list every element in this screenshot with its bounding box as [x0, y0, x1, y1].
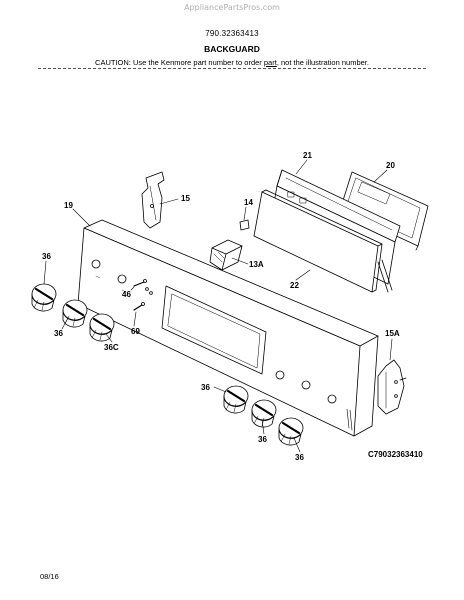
model-number: 790.32363413 — [205, 29, 259, 38]
callout-19: 19 — [64, 201, 73, 210]
callout-14: 14 — [244, 198, 253, 207]
caution-suffix: , not the illustration number. — [276, 58, 369, 67]
watermark: AppliancePartsPros.com — [184, 3, 280, 12]
part-22-display-panel[interactable] — [253, 189, 383, 293]
caution-note: CAUTION: Use the Kenmore part number to … — [0, 58, 464, 67]
callout-36-right-1: 36 — [201, 383, 210, 392]
caution-prefix: CAUTION: Use the Kenmore part number to … — [95, 58, 264, 67]
callout-36c: 36C — [104, 343, 119, 352]
callout-15: 15 — [181, 194, 190, 203]
callout-15a: 15A — [385, 329, 400, 338]
knob-right-2[interactable] — [251, 399, 277, 428]
callout-21: 21 — [303, 151, 312, 160]
knob-right-3[interactable] — [278, 417, 304, 446]
caution-part-link[interactable]: part — [263, 58, 277, 67]
part-13a-switch[interactable] — [209, 239, 243, 271]
callout-69: 69 — [131, 327, 140, 336]
part-19-backguard-panel[interactable] — [77, 219, 379, 437]
header-divider — [38, 68, 426, 69]
part-20-control-board[interactable] — [337, 171, 429, 251]
callout-22: 22 — [290, 281, 299, 290]
section-title: BACKGUARD — [204, 44, 260, 54]
callout-46: 46 — [122, 290, 131, 299]
part-15-bracket[interactable] — [141, 171, 165, 229]
knob-left-upper[interactable] — [31, 283, 57, 312]
callout-36-upper: 36 — [42, 252, 51, 261]
callout-13a: 13A — [249, 260, 264, 269]
leader-lines — [43, 159, 393, 453]
figure-code: C79032363410 — [368, 450, 423, 459]
knob-left-lower[interactable] — [89, 313, 115, 342]
callout-36-right-2: 36 — [258, 435, 267, 444]
part-69-screw[interactable] — [133, 302, 145, 311]
part-15a-bracket[interactable] — [377, 359, 407, 415]
part-14-clip[interactable] — [239, 219, 250, 231]
knob-right-1[interactable] — [223, 385, 249, 414]
part-46-screw[interactable] — [133, 279, 147, 287]
callout-36-middle: 36 — [54, 329, 63, 338]
callout-36-right-3: 36 — [295, 453, 304, 462]
callout-20: 20 — [386, 161, 395, 170]
knob-left-middle[interactable] — [62, 299, 88, 328]
date-code: 08/16 — [40, 572, 59, 581]
